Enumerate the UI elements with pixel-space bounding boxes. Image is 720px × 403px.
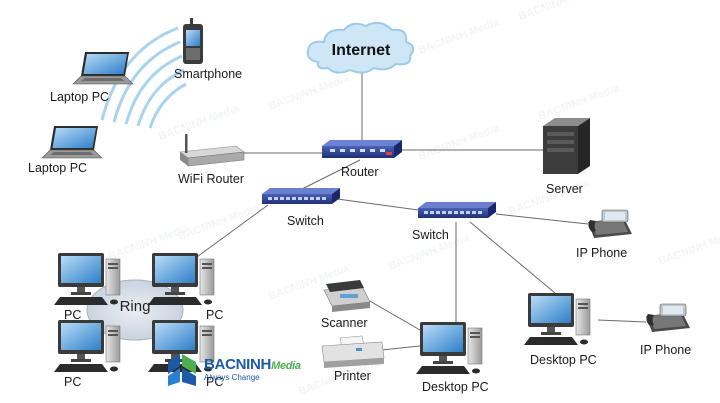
switch-left-label: Switch: [287, 214, 324, 228]
svg-text:BACNINH Media: BACNINH Media: [657, 227, 720, 268]
wifi-router-label: WiFi Router: [178, 172, 244, 186]
svg-text:BACNINH Media: BACNINH Media: [157, 102, 242, 143]
scanner-icon: [323, 280, 371, 312]
svg-text:BACNINH Media: BACNINH Media: [417, 122, 502, 163]
smartphone-icon: [183, 18, 203, 64]
laptop-bottom-icon: [41, 125, 103, 159]
pc-bottom-left-label: PC: [64, 375, 82, 389]
ip-phone-bottom-icon: [645, 303, 691, 333]
desktop-pc-right-icon: [523, 292, 591, 346]
svg-text:BACNINH Media: BACNINH Media: [267, 72, 352, 113]
logo-brand: BACNINH: [204, 355, 272, 373]
server-label: Server: [546, 182, 583, 196]
logo-brand-suffix: Media: [271, 359, 301, 372]
svg-text:BACNINH Media: BACNINH Media: [417, 16, 502, 57]
desktop-pc-center-icon: [415, 321, 483, 375]
pc-top-right-label: PC: [206, 308, 224, 322]
pc-bottom-left-icon: [53, 319, 121, 373]
internet-cloud-icon: [306, 21, 415, 74]
ip-phone-top-icon: [587, 209, 633, 239]
wifi-waves: [100, 26, 187, 129]
pc-bottom-right-label: PC: [206, 375, 224, 389]
server-icon: [543, 118, 590, 174]
desktop-pc-right-label: Desktop PC: [530, 353, 597, 367]
switch-right-label: Switch: [412, 228, 449, 242]
switch-left-icon: [262, 188, 340, 204]
laptop-top-icon: [72, 51, 134, 85]
svg-text:BACNINH Media: BACNINH Media: [177, 202, 262, 243]
switch-right-icon: [418, 202, 496, 218]
laptop-bottom-label: Laptop PC: [28, 161, 88, 175]
ip-phone-top-label: IP Phone: [576, 246, 628, 260]
desktop-pc-center-label: Desktop PC: [422, 380, 489, 394]
svg-text:BACNINH Media: BACNINH Media: [537, 82, 622, 123]
logo-tagline: Always Change: [204, 372, 260, 382]
scanner-label: Scanner: [321, 316, 368, 330]
smartphone-label: Smartphone: [174, 67, 243, 81]
links: [189, 72, 647, 351]
ring-label: Ring: [119, 298, 151, 315]
laptop-top-label: Laptop PC: [50, 90, 110, 104]
logo-mark-icon: [168, 354, 196, 386]
printer-icon: [321, 335, 385, 368]
router-icon: [322, 140, 402, 158]
router-label: Router: [341, 165, 379, 179]
internet-label: Internet: [331, 42, 391, 59]
bacninh-media-logo: BACNINHMedia Always Change: [166, 352, 301, 386]
pc-top-left-label: PC: [64, 308, 82, 322]
pc-top-right-icon: [147, 252, 215, 306]
printer-label: Printer: [334, 369, 371, 383]
svg-text:BACNINH Media: BACNINH Media: [517, 0, 602, 23]
wifi-router-icon: [179, 134, 245, 167]
ip-phone-bottom-label: IP Phone: [640, 343, 692, 357]
